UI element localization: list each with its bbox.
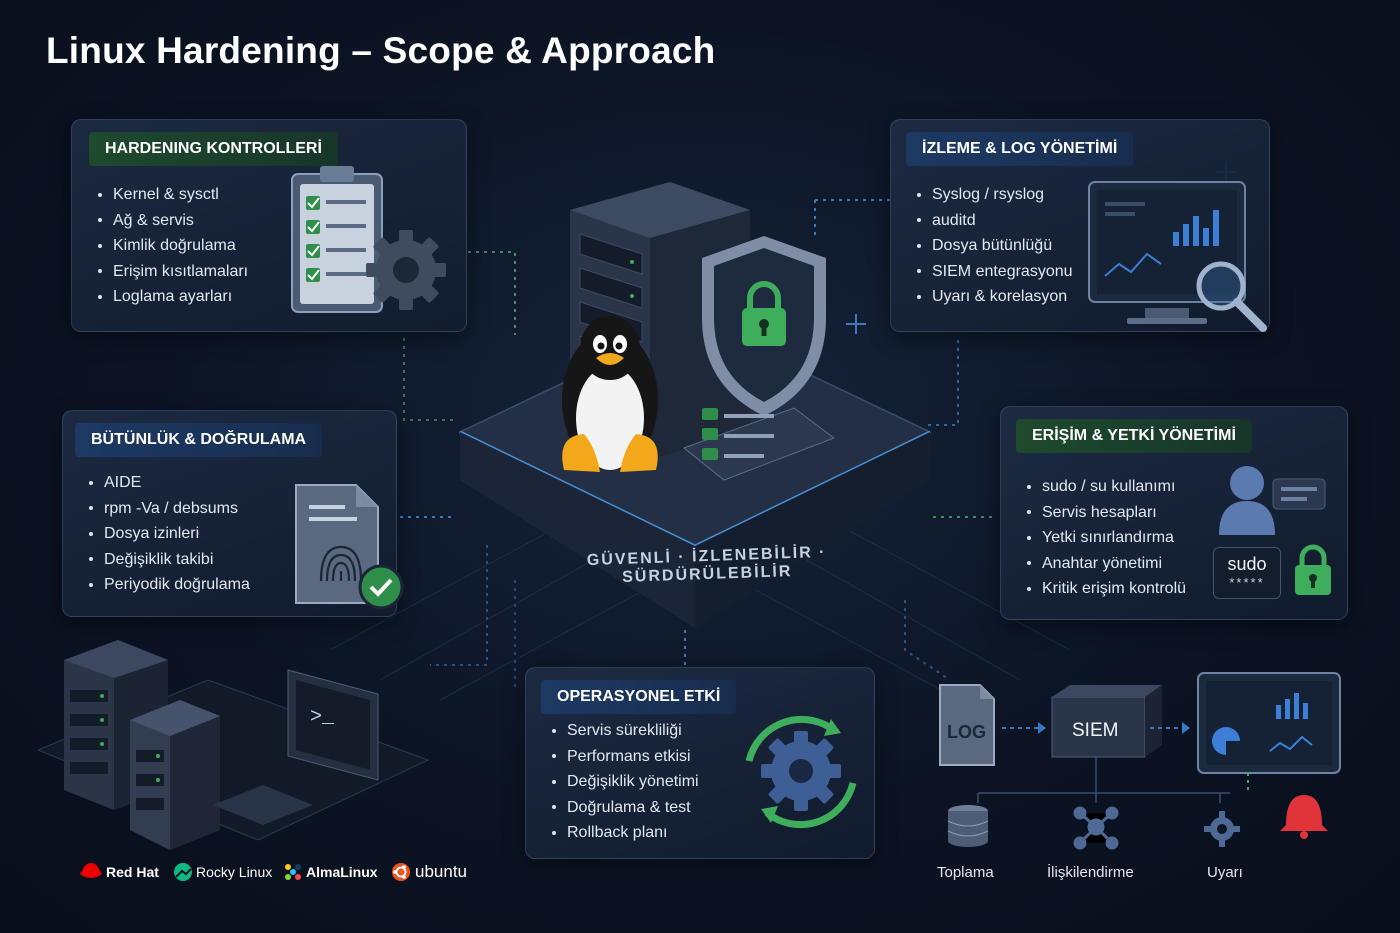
list-item: Erişim kısıtlamaları: [98, 259, 248, 285]
list-item: Periyodik doğrulama: [89, 572, 250, 598]
terminal-prompt: >_: [310, 706, 335, 729]
list-item: Servis hesapları: [1027, 500, 1186, 526]
sudo-box: sudo *****: [1213, 547, 1281, 599]
server-rack-illustration: >_: [36, 640, 430, 850]
distro-logos: Red Hat Rocky Linux AlmaLinux ubuntu: [78, 858, 478, 886]
list-item: Değişiklik yönetimi: [552, 769, 699, 795]
list-item: Değişiklik takibi: [89, 547, 250, 573]
list-item: sudo / su kullanımı: [1027, 474, 1186, 500]
rocky-linux-icon: [174, 863, 192, 881]
list-item: Dosya bütünlüğü: [917, 233, 1073, 259]
hardening-controls-heading: HARDENING KONTROLLERİ: [89, 132, 338, 166]
list-item: Uyarı & korelasyon: [917, 284, 1073, 310]
log-flow-illustration: [939, 672, 1341, 850]
list-item: Anahtar yönetimi: [1027, 551, 1186, 577]
list-item: Yetki sınırlandırma: [1027, 525, 1186, 551]
sudo-password-mask: *****: [1229, 575, 1265, 590]
list-item: Rollback planı: [552, 820, 699, 846]
list-item: Syslog / rsyslog: [917, 182, 1073, 208]
checklist-gear-icon: [291, 166, 446, 313]
log-label: LOG: [947, 722, 986, 742]
page-title: Linux Hardening – Scope & Approach: [46, 30, 716, 71]
operational-panel: OPERASYONEL ETKİ Servis sürekliliği Perf…: [525, 667, 875, 859]
distro-label: ubuntu: [415, 862, 467, 881]
list-item: Performans etkisi: [552, 744, 699, 770]
user-icon: [1219, 466, 1326, 535]
distro-label: Red Hat: [106, 864, 159, 880]
hardening-controls-list: Kernel & sysctl Ağ & servis Kimlik doğru…: [98, 182, 248, 310]
list-item: auditd: [917, 208, 1073, 234]
list-item: Kimlik doğrulama: [98, 233, 248, 259]
list-item: Dosya izinleri: [89, 521, 250, 547]
distro-label: AlmaLinux: [306, 864, 378, 880]
flow-step-collection: Toplama: [937, 864, 994, 881]
list-item: Kritik erişim kontrolü: [1027, 576, 1186, 602]
lock-icon: [1295, 544, 1331, 595]
fingerprint-document-icon: [295, 484, 404, 610]
access-panel: ERİŞİM & YETKİ YÖNETİMİ sudo / su kullan…: [1000, 406, 1348, 620]
hardening-controls-panel: HARDENING KONTROLLERİ Kernel & sysctl Ağ…: [71, 119, 467, 332]
list-item: AIDE: [89, 470, 250, 496]
ubuntu-icon: [392, 863, 410, 881]
integrity-list: AIDE rpm -Va / debsums Dosya izinleri De…: [89, 470, 250, 598]
list-item: SIEM entegrasyonu: [917, 259, 1073, 285]
list-item: Kernel & sysctl: [98, 182, 248, 208]
sudo-label: sudo: [1227, 554, 1267, 574]
list-item: Loglama ayarları: [98, 284, 248, 310]
integrity-panel: BÜTÜNLÜK & DOĞRULAMA AIDE rpm -Va / debs…: [62, 410, 404, 617]
central-platform-illustration: [458, 182, 932, 628]
monitor-analytics-icon: [1088, 181, 1267, 332]
access-list: sudo / su kullanımı Servis hesapları Yet…: [1027, 474, 1186, 602]
redhat-icon: [80, 863, 102, 878]
flow-step-alert: Uyarı: [1207, 864, 1243, 881]
access-heading: ERİŞİM & YETKİ YÖNETİMİ: [1016, 419, 1252, 453]
list-item: Doğrulama & test: [552, 795, 699, 821]
monitoring-heading: İZLEME & LOG YÖNETİMİ: [906, 132, 1134, 166]
list-item: Servis sürekliliği: [552, 718, 699, 744]
operational-list: Servis sürekliliği Performans etkisi Değ…: [552, 718, 699, 846]
monitoring-list: Syslog / rsyslog auditd Dosya bütünlüğü …: [917, 182, 1073, 310]
almalinux-icon: [285, 864, 301, 880]
list-item: Ağ & servis: [98, 208, 248, 234]
flow-step-correlation: İlişkilendirme: [1047, 864, 1134, 881]
integrity-heading: BÜTÜNLÜK & DOĞRULAMA: [75, 423, 323, 457]
gear-cycle-icon: [745, 715, 857, 829]
operational-heading: OPERASYONEL ETKİ: [541, 680, 737, 714]
siem-label: SIEM: [1072, 720, 1119, 741]
distro-label: Rocky Linux: [196, 864, 273, 880]
monitoring-panel: İZLEME & LOG YÖNETİMİ Syslog / rsyslog a…: [890, 119, 1270, 332]
list-item: rpm -Va / debsums: [89, 496, 250, 522]
